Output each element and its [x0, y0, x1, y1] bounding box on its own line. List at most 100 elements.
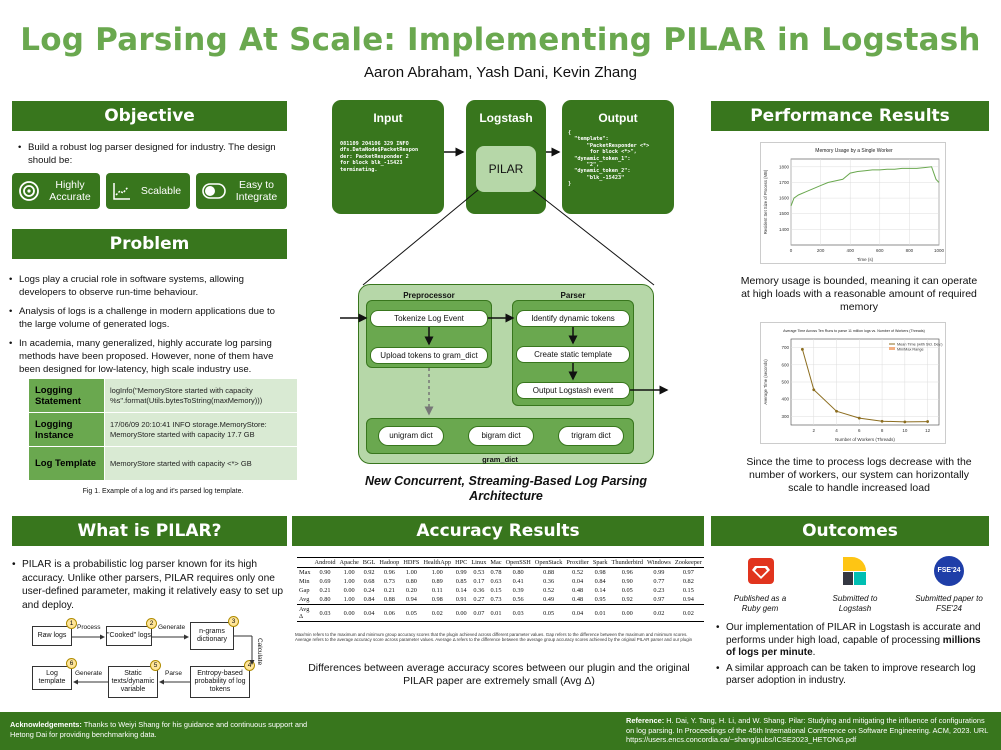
table-cell: 0.68 — [363, 578, 375, 585]
preprocessor-label: Preprocessor — [403, 291, 455, 300]
chip-label: Highly Accurate — [49, 179, 91, 203]
table-cell: 0.03 — [503, 604, 533, 622]
chip-integrate: Easy to Integrate — [196, 173, 287, 209]
series-line — [801, 349, 928, 423]
table-cell: 1.00 — [431, 569, 443, 576]
x-tick-label: 8 — [881, 428, 884, 433]
output-label: Output — [598, 111, 638, 125]
table-cell: 0.84 — [363, 596, 375, 603]
table-cell: 0.11 — [431, 587, 443, 594]
table-cell: 0.96 — [621, 569, 633, 576]
table-cell: 0.05 — [532, 604, 565, 622]
table-cell: 0.80 — [319, 596, 331, 603]
table-cell: 0.27 — [473, 596, 485, 603]
outcome-bullet: Our implementation of PILAR in Logstash … — [716, 622, 992, 660]
table-cell: 0.90 — [319, 569, 331, 576]
chip-scalable: Scalable — [106, 173, 190, 209]
ruby-gem-icon — [748, 558, 774, 584]
log-example-table: Logging Statement logInfo("MemoryStore s… — [28, 378, 298, 481]
flow-node-entropy: Entropy-based probability of log tokens — [190, 666, 250, 698]
table-cell: 0.78 — [490, 569, 502, 576]
data-point — [835, 409, 838, 413]
chart-icon — [113, 183, 130, 200]
x-tick-label: 6 — [858, 428, 861, 433]
table-cell: 0.06 — [377, 604, 402, 622]
flow-node-ngrams: n-grams dictionary — [190, 622, 234, 650]
table-cell: 1.00 — [343, 596, 355, 603]
flow-step-number: 5 — [150, 660, 161, 671]
ref-label: Reference: — [626, 716, 665, 725]
x-tick-label: 4 — [835, 428, 838, 433]
column-header: OpenStack — [532, 557, 565, 568]
objective-header: Objective — [12, 101, 287, 131]
data-point — [857, 416, 861, 420]
row-label: Min — [299, 578, 310, 585]
flow-step-number: 1 — [66, 618, 77, 629]
x-tick-label: 800 — [906, 248, 914, 253]
flow-edge-label: Process — [77, 624, 101, 631]
table-cell: 0.36 — [473, 587, 485, 594]
y-tick-label: 300 — [781, 414, 789, 419]
table-cell: 0.02 — [645, 604, 673, 622]
table-cell: 0.80 — [405, 578, 417, 585]
row-key: Log Template — [28, 446, 105, 481]
output-text: { "template": "PacketResponder <*> for b… — [568, 130, 650, 188]
table-cell: 0.63 — [490, 578, 502, 585]
column-header — [297, 557, 313, 568]
table-cell: 0.01 — [488, 604, 504, 622]
table-cell: 0.77 — [653, 578, 665, 585]
flow-arrows — [72, 634, 255, 685]
input-label: Input — [373, 111, 403, 125]
time-chart: Average Time Across Ten Runs to parse 11… — [760, 322, 946, 444]
row-label: Avg — [299, 596, 310, 603]
table-cell: 0.85 — [455, 578, 467, 585]
table-cell: 0.94 — [405, 596, 417, 603]
accuracy-caption: Differences between average accuracy sco… — [308, 662, 690, 687]
column-header: HDFS — [401, 557, 422, 568]
acknowledgements: Acknowledgements: Thanks to Weiyi Shang … — [10, 720, 310, 739]
column-header: HPC — [453, 557, 470, 568]
table-cell: 0.15 — [490, 587, 502, 594]
gram-dict-label: gram_dict — [482, 455, 518, 464]
table-cell: 1.00 — [405, 569, 417, 576]
identify-node: Identify dynamic tokens — [516, 310, 630, 327]
column-header: Zookeeper — [672, 557, 704, 568]
y-tick-label: 1700 — [779, 180, 790, 185]
row-value: logInfo("MemoryStore started with capaci… — [104, 378, 298, 413]
outcome-bullet: A similar approach can be taken to impro… — [716, 663, 992, 688]
data-point — [880, 419, 884, 423]
create-template-node: Create static template — [516, 346, 630, 363]
table-cell: 0.52 — [572, 569, 584, 576]
footer: Acknowledgements: Thanks to Weiyi Shang … — [0, 712, 1001, 750]
outcome-label: Published as a Ruby gem — [733, 594, 787, 613]
table-cell: 0.02 — [672, 604, 704, 622]
table-row: Logging Instance 17/06/09 20:10:41 INFO … — [28, 412, 298, 447]
authors: Aaron Abraham, Yash Dani, Kevin Zhang — [364, 64, 637, 81]
table-cell: 0.95 — [594, 596, 606, 603]
logstash-box: Logstash PILAR — [466, 100, 546, 214]
legend-swatch — [889, 347, 895, 350]
x-axis-label: Number of Workers (Threads) — [835, 437, 895, 442]
outcome-text: Our implementation of PILAR in Logstash … — [726, 622, 981, 646]
table-cell: 0.98 — [431, 596, 443, 603]
legend-label: Mean Time (with Std. Dev.) — [897, 343, 943, 347]
column-header: BGL — [360, 557, 378, 568]
outcome-text: . — [812, 647, 816, 658]
x-tick-label: 200 — [817, 248, 825, 253]
y-tick-label: 1800 — [779, 164, 790, 169]
table-cell: 0.73 — [490, 596, 502, 603]
table-cell: 0.88 — [383, 596, 395, 603]
table-cell: 0.99 — [455, 569, 467, 576]
table-cell: 0.01 — [590, 604, 610, 622]
y-tick-label: 1600 — [779, 196, 790, 201]
table-cell: 0.36 — [543, 578, 555, 585]
x-axis-label: Time (s) — [857, 257, 874, 262]
output-event-node: Output Logstash event — [516, 382, 630, 399]
tokenize-node: Tokenize Log Event — [370, 310, 488, 327]
y-tick-label: 500 — [781, 380, 789, 385]
problem-bullet: Logs play a crucial role in software sys… — [9, 273, 289, 299]
